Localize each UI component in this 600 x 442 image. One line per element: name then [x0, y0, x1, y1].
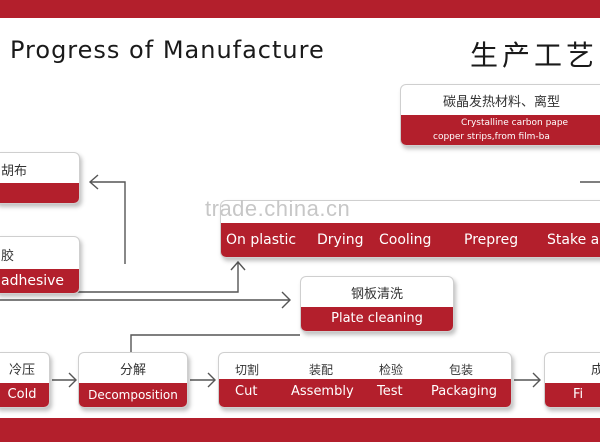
packaging-label-en: Packaging [431, 384, 497, 399]
test-label-en: Test [377, 384, 403, 399]
cut-label-en: Cut [235, 384, 258, 399]
materials-label-en-2: copper strips,from film-ba [433, 132, 550, 142]
bottom-band [0, 418, 600, 442]
step-drying: Drying [317, 232, 364, 248]
final-product-box: 成 Fi [544, 352, 600, 408]
assembly-red-band [219, 379, 511, 407]
cold-press-box: 冷压 Cold [0, 352, 50, 408]
materials-label-en-1: Crystalline carbon pape [461, 118, 569, 128]
plate-cleaning-label-en: Plate cleaning [301, 307, 453, 331]
materials-label-cn: 碳晶发热材料、离型 [443, 95, 561, 110]
title-english: Progress of Manufacture [10, 36, 325, 64]
decomposition-label-en: Decomposition [79, 383, 187, 407]
step-cooling: Cooling [379, 232, 432, 248]
decomposition-label-cn: 分解 [119, 363, 146, 378]
step-prepreg: Prepreg [464, 232, 519, 248]
assembly-label-en: Assembly [291, 384, 354, 399]
test-label-cn: 检验 [379, 363, 404, 377]
plate-cleaning-label-cn: 钢板清洗 [350, 287, 403, 302]
decomposition-box: 分解 Decomposition [78, 352, 188, 408]
title-chinese: 生产工艺 [470, 39, 599, 72]
watermark-text: trade.china.cn [205, 196, 351, 221]
cold-press-label-en: Cold [0, 383, 49, 407]
step-on-plastic: On plastic [226, 232, 297, 248]
cut-label-cn: 切割 [235, 363, 260, 377]
fabric-label-cn: 胡布 [1, 164, 28, 179]
adhesive-label-en: adhesive [0, 269, 79, 293]
top-band [0, 0, 600, 18]
process-bar-red [221, 223, 600, 257]
final-label-cn: 成 [545, 359, 600, 378]
final-label-en: Fi [545, 383, 600, 407]
adhesive-box: 胶 adhesive [0, 236, 80, 294]
assembly-group-box: 切割 装配 检验 包装 Cut Assembly Test Packaging [218, 352, 512, 408]
plate-cleaning-box: 钢板清洗 Plate cleaning [300, 276, 454, 332]
step-stake: Stake a [547, 232, 600, 248]
fabric-label-en [0, 183, 79, 203]
cold-press-label-cn: 冷压 [8, 363, 35, 378]
process-bar: On plastic Drying Cooling Prepreg Stake … [220, 200, 600, 258]
assembly-label-cn: 装配 [309, 363, 334, 377]
materials-box: 碳晶发热材料、离型 Crystalline carbon pape copper… [400, 84, 600, 146]
adhesive-label-cn: 胶 [1, 249, 15, 264]
materials-red-band [401, 115, 600, 145]
packaging-label-cn: 包装 [449, 363, 474, 377]
fabric-box: 胡布 [0, 152, 80, 204]
